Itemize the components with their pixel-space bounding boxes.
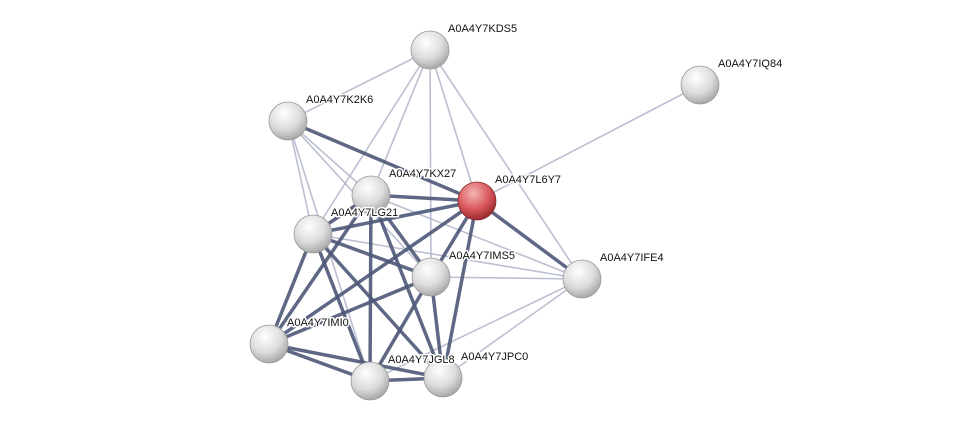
edge-strong-KX27-IMI0 [267, 194, 373, 345]
edges-layer [267, 49, 701, 383]
edge-strong-K2K6-L6Y7 [287, 119, 478, 203]
node-sphere-IFE4[interactable] [562, 259, 602, 299]
edge-strong-LG21-IMI0 [267, 233, 315, 345]
node-sphere-IQ84[interactable] [680, 65, 720, 105]
edge-weak-IFE4-LG21 [312, 233, 583, 280]
edge-strong-IMI0-JPC0 [268, 342, 444, 380]
edge-strong-LG21-JGL8 [311, 233, 372, 382]
edge-weak-IQ84-L6Y7 [476, 84, 701, 202]
node-sphere-L6Y7[interactable] [457, 181, 497, 221]
edge-weak-KDS5-KX27 [370, 49, 431, 196]
node-sphere-JPC0[interactable] [423, 358, 463, 398]
edge-strong-IMS5-JGL8 [368, 276, 433, 382]
node-label: A0A4Y7IFE4 [600, 252, 664, 264]
node-sphere-K2K6[interactable] [268, 101, 308, 141]
edge-strong-KX27-JPC0 [369, 194, 445, 379]
node-label: A0A4Y7KX27 [389, 168, 456, 180]
node-label: A0A4Y7JPC0 [461, 351, 528, 363]
edge-weak-IFE4-JPC0 [442, 278, 583, 379]
edge-weak-KDS5-LG21 [312, 49, 431, 235]
node-label: A0A4Y7IMS5 [449, 250, 515, 262]
node-label: A0A4Y7LG21 [331, 207, 398, 219]
edge-weak-KDS5-IFE4 [429, 49, 583, 280]
edge-strong-L6Y7-IMI0 [268, 199, 478, 346]
node-sphere-IMI0[interactable] [249, 324, 289, 364]
edge-strong-L6Y7-JPC0 [441, 200, 479, 379]
edge-weak-IFE4-JGL8 [369, 278, 583, 382]
node-sphere-JGL8[interactable] [350, 361, 390, 401]
edge-strong-LG21-L6Y7 [312, 199, 478, 236]
edge-weak-IFE4-KX27 [370, 194, 583, 280]
nodes-layer [249, 30, 720, 401]
edge-weak-KDS5-L6Y7 [429, 49, 478, 202]
node-label: A0A4Y7IMI0 [287, 317, 349, 329]
edge-weak-IFE4-IMS5 [430, 276, 583, 280]
edge-strong-KX27-JGL8 [368, 194, 373, 382]
node-label: A0A4Y7K2K6 [306, 94, 373, 106]
node-label: A0A4Y7L6Y7 [495, 174, 561, 186]
node-sphere-LG21[interactable] [293, 214, 333, 254]
node-sphere-IMS5[interactable] [411, 257, 451, 297]
node-label: A0A4Y7KDS5 [448, 23, 517, 35]
edge-strong-LG21-JPC0 [311, 232, 445, 380]
node-sphere-KDS5[interactable] [410, 30, 450, 70]
node-sphere-KX27[interactable] [351, 175, 391, 215]
edge-strong-IMS5-IMI0 [268, 275, 432, 346]
edge-weak-KDS5-IMS5 [429, 49, 432, 278]
edge-weak-KDS5-K2K6 [287, 49, 431, 122]
node-label: A0A4Y7JGL8 [388, 354, 455, 366]
node-label: A0A4Y7IQ84 [718, 58, 782, 70]
labels-layer: A0A4Y7KDS5A0A4Y7IQ84A0A4Y7K2K6A0A4Y7KX27… [286, 22, 784, 368]
edge-strong-L6Y7-IFE4 [475, 199, 584, 281]
